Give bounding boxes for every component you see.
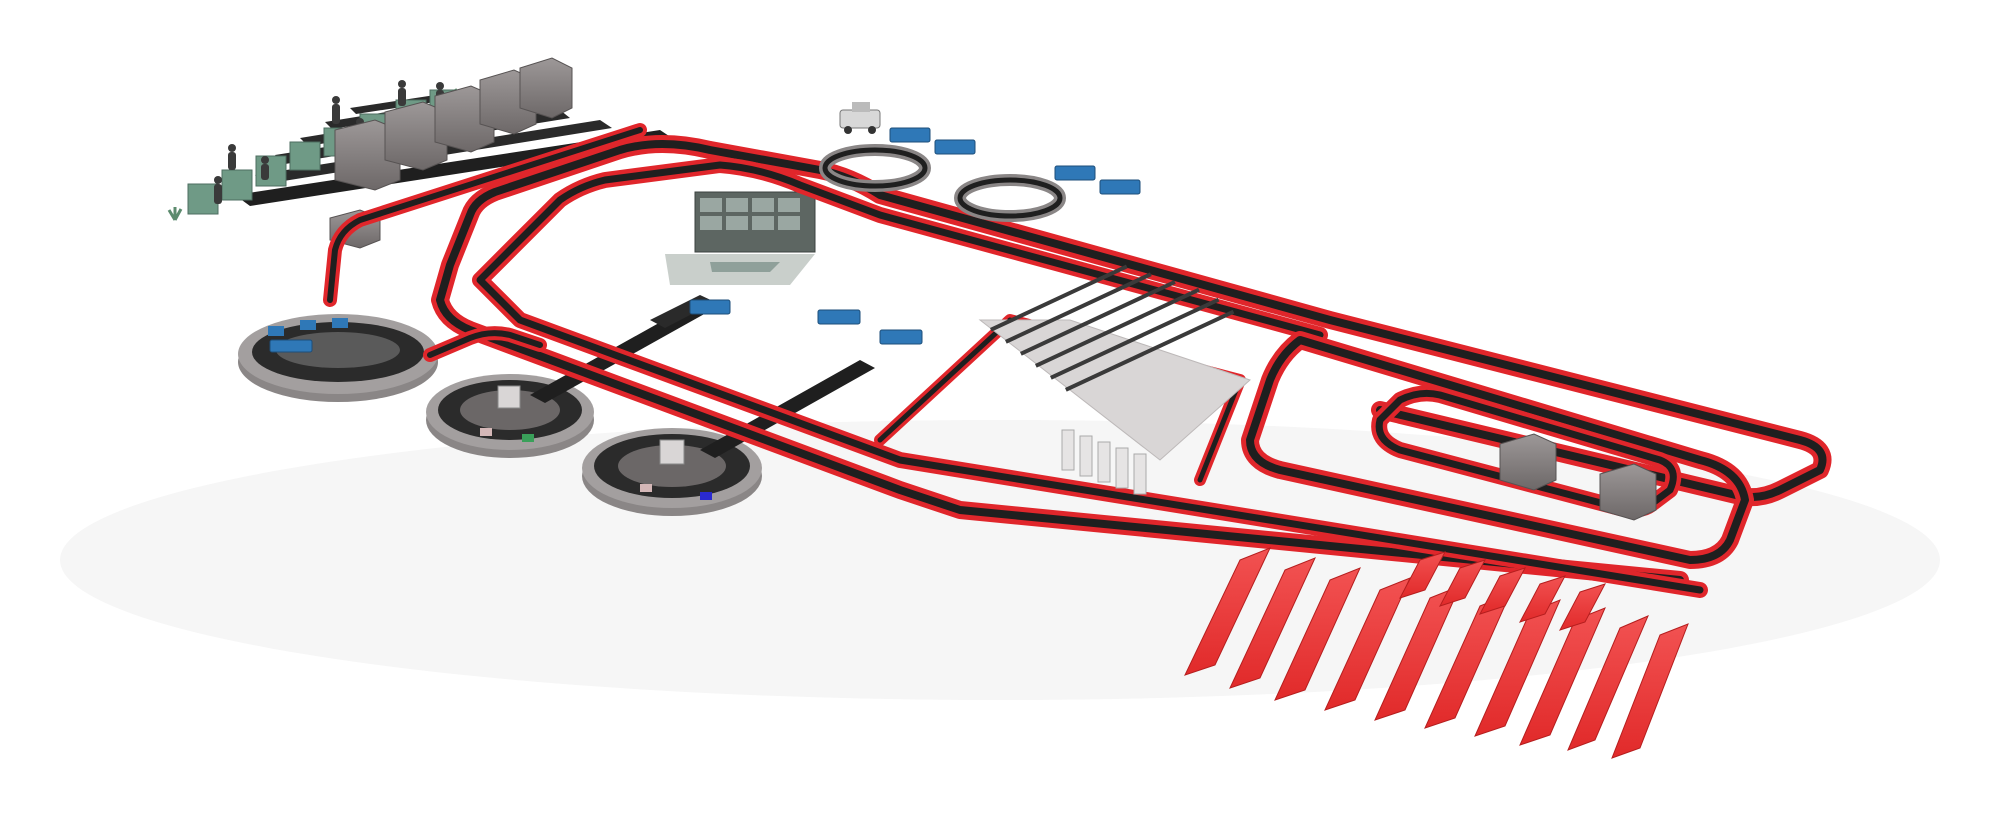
baggage-cart-icon <box>269 127 1141 353</box>
main-conveyor-loop <box>323 123 1832 598</box>
chute-icon <box>1184 547 1689 759</box>
control-room-icon <box>665 191 816 285</box>
scanner-tunnel-icon <box>1499 433 1657 521</box>
upper-oval-loops <box>819 144 1066 222</box>
storage-rack-icon <box>978 264 1251 495</box>
tug-vehicle-icon <box>839 102 881 134</box>
